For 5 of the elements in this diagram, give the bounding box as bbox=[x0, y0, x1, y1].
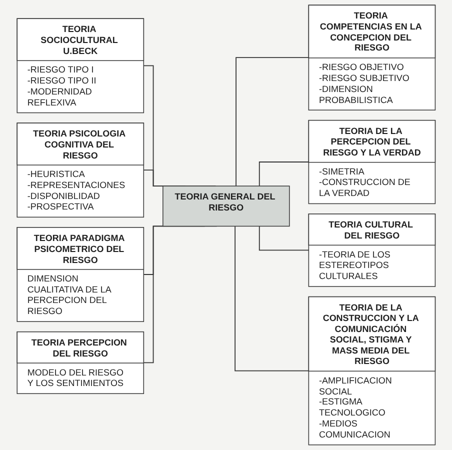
connector bbox=[258, 226, 309, 251]
node-box: TEORIA GENERAL DEL RIESGO bbox=[162, 186, 290, 227]
connector bbox=[235, 57, 309, 186]
connector bbox=[258, 162, 309, 186]
connector bbox=[234, 226, 309, 372]
